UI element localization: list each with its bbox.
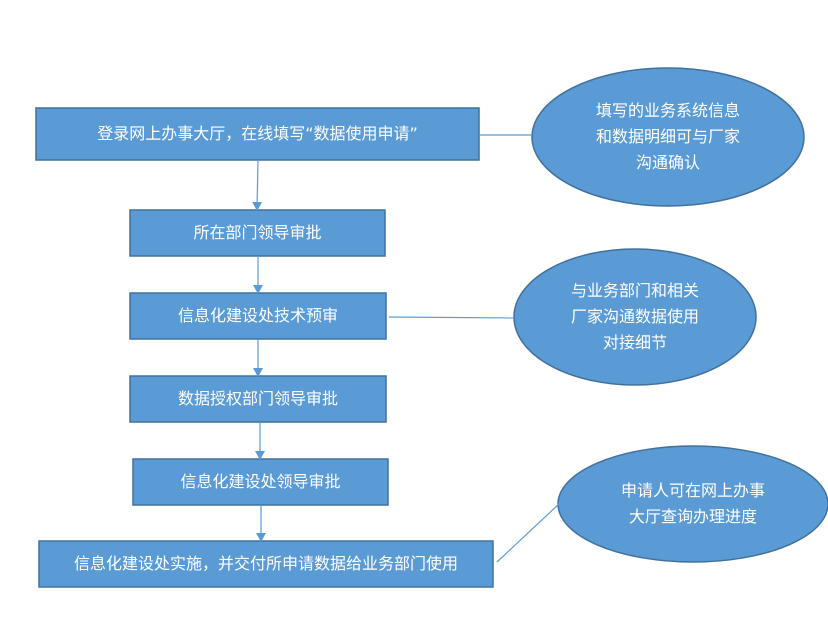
step-label-3: 信息化建设处技术预审 <box>177 306 338 325</box>
step-label-1: 登录网上办事大厅，在线填写“数据使用申请” <box>97 124 418 143</box>
note-2-line-2: 厂家沟通数据使用 <box>570 307 699 326</box>
step-label-4: 数据授权部门领导审批 <box>177 389 338 408</box>
step-box-2 <box>129 209 386 257</box>
step-box-1 <box>35 107 480 161</box>
note-3-line-1: 申请人可在网上办事 <box>620 481 765 500</box>
note-2-line-3: 对接细节 <box>602 333 667 352</box>
note-1-line-3: 沟通确认 <box>635 153 700 172</box>
step-label-5: 信息化建设处领导审批 <box>180 472 341 491</box>
note-ellipse-3 <box>557 445 828 563</box>
arrow-1-2 <box>252 159 263 211</box>
step-box-4 <box>129 375 387 423</box>
connector-note-3 <box>496 502 561 563</box>
note-text-1: 填写的业务系统信息 和数据明细可与厂家 沟通确认 <box>532 68 804 206</box>
note-3-line-2: 大厅查询办理进度 <box>628 507 757 526</box>
note-ellipse-1 <box>531 67 805 207</box>
note-1-line-1: 填写的业务系统信息 <box>595 101 740 120</box>
connector-note-2 <box>388 316 515 319</box>
note-text-2: 与业务部门和相关 厂家沟通数据使用 对接细节 <box>514 249 756 385</box>
note-text-3: 申请人可在网上办事 大厅查询办理进度 <box>558 446 828 562</box>
note-1-line-2: 和数据明细可与厂家 <box>595 127 740 146</box>
note-2-line-1: 与业务部门和相关 <box>570 281 699 300</box>
step-label-2: 所在部门领导审批 <box>193 223 322 242</box>
step-box-6 <box>38 540 494 588</box>
step-label-6: 信息化建设处实施，并交付所申请数据给业务部门使用 <box>73 554 458 573</box>
note-ellipse-2 <box>513 248 757 386</box>
